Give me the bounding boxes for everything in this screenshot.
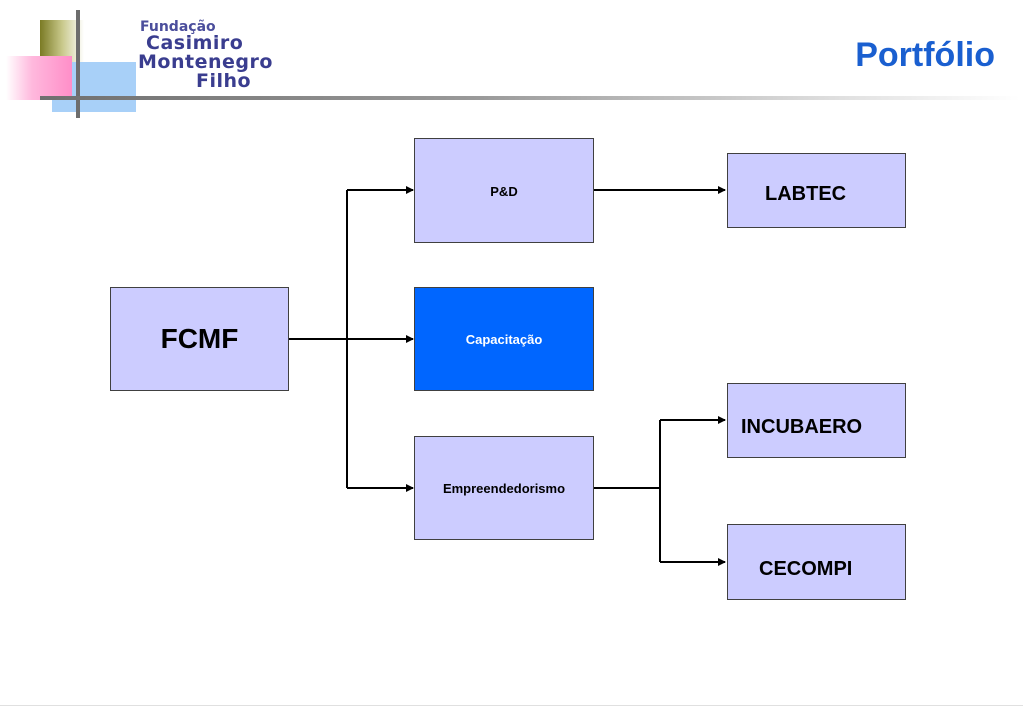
node-incubaero: INCUBAERO	[727, 383, 906, 458]
logo-vertical-line	[76, 10, 80, 118]
logo: Fundação Casimiro Montenegro Filho	[138, 20, 308, 91]
logo-pink-square	[6, 56, 72, 100]
page-title: Portfólio	[855, 36, 995, 74]
logo-line-4: Filho	[196, 70, 252, 92]
footer-divider	[0, 705, 1023, 706]
node-capacitacao-label: Capacitação	[465, 331, 543, 347]
logo-line-1: Fundação	[140, 19, 216, 35]
node-fcmf: FCMF	[110, 287, 289, 391]
node-capacitacao: Capacitação	[414, 287, 594, 391]
node-empreendedorismo: Empreendedorismo	[414, 436, 594, 540]
logo-line-2: Casimiro	[146, 32, 244, 54]
node-cecompi-label: CECOMPI	[759, 558, 853, 580]
node-empreendedorismo-label: Empreendedorismo	[442, 480, 566, 496]
header-divider	[40, 96, 1020, 100]
node-labtec-label: LABTEC	[765, 183, 847, 205]
node-fcmf-label: FCMF	[160, 323, 239, 354]
node-pd-label: P&D	[490, 184, 518, 199]
logo-line-3: Montenegro	[138, 51, 273, 73]
node-labtec: LABTEC	[727, 153, 906, 228]
node-pd: P&D	[414, 138, 594, 243]
node-incubaero-label: INCUBAERO	[741, 416, 863, 438]
node-cecompi: CECOMPI	[727, 524, 906, 600]
